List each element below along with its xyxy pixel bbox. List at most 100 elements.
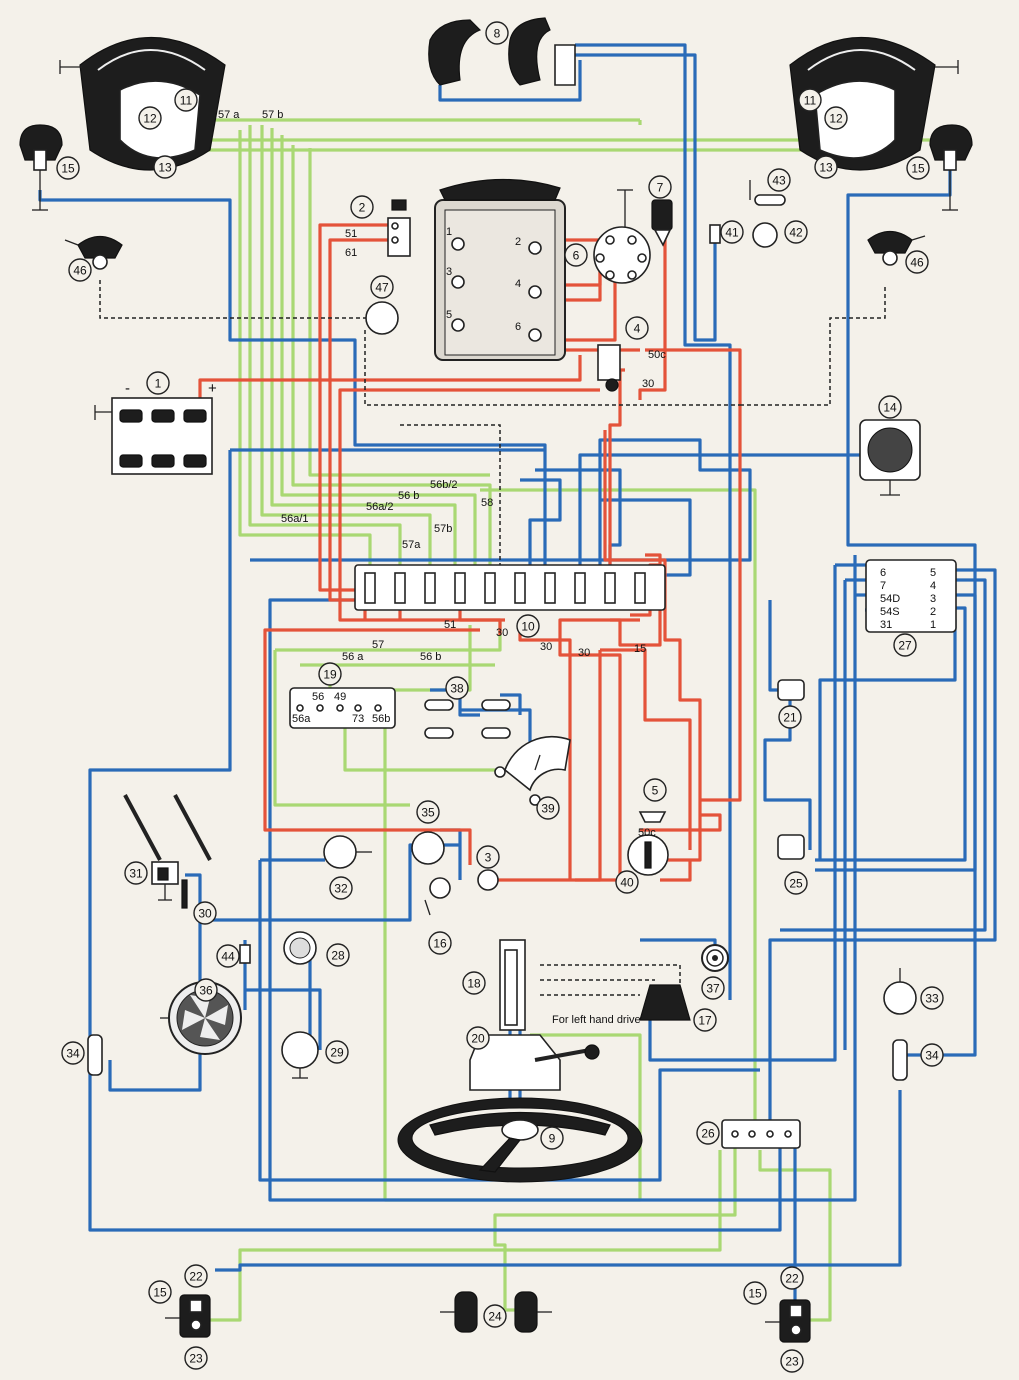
lamp-41 bbox=[709, 224, 721, 244]
callout-15: 15 bbox=[148, 1280, 172, 1304]
sensor-16 bbox=[424, 877, 451, 916]
svg-text:1: 1 bbox=[155, 377, 162, 391]
svg-text:33: 33 bbox=[925, 992, 939, 1006]
terminal-27-54S: 54S bbox=[880, 606, 900, 618]
callout-22: 22 bbox=[780, 1266, 804, 1290]
label-58: 58 bbox=[481, 497, 493, 509]
starter-4 bbox=[597, 344, 621, 392]
svg-text:30: 30 bbox=[198, 907, 212, 921]
callout-29: 29 bbox=[325, 1040, 349, 1064]
terminal-27-3: 3 bbox=[930, 593, 936, 605]
callout-37: 37 bbox=[701, 976, 725, 1000]
svg-text:24: 24 bbox=[488, 1310, 502, 1324]
label-57a: 57 a bbox=[218, 109, 240, 121]
svg-text:16: 16 bbox=[433, 937, 447, 951]
plug-21 bbox=[777, 679, 805, 701]
svg-text:42: 42 bbox=[789, 226, 803, 240]
spiral-37 bbox=[701, 944, 729, 972]
left-hand-drive-caption: For left hand drive bbox=[552, 1014, 641, 1026]
light-switch bbox=[289, 687, 396, 729]
lamp-43 bbox=[749, 180, 786, 206]
fuse-34-right bbox=[892, 1039, 908, 1081]
sidelamp-left bbox=[19, 124, 63, 211]
svg-text:36: 36 bbox=[199, 984, 213, 998]
label-56b2: 56b/2 bbox=[430, 479, 458, 491]
callout-15: 15 bbox=[56, 156, 80, 180]
callout-31: 31 bbox=[124, 861, 148, 885]
lamp-33 bbox=[883, 968, 917, 1015]
callout-46: 46 bbox=[68, 258, 92, 282]
callout-20: 20 bbox=[466, 1026, 490, 1050]
label-57a-fuse: 57a bbox=[402, 539, 421, 551]
callout-40: 40 bbox=[615, 870, 639, 894]
terminal-27-6: 6 bbox=[880, 567, 886, 579]
gauge-28 bbox=[283, 931, 317, 965]
callout-33: 33 bbox=[920, 986, 944, 1010]
battery bbox=[94, 397, 213, 475]
plate-lamps bbox=[440, 1291, 552, 1333]
battery-plus: + bbox=[208, 380, 217, 397]
label-51-fuse: 51 bbox=[444, 619, 456, 631]
svg-text:15: 15 bbox=[748, 1287, 762, 1301]
svg-text:37: 37 bbox=[706, 982, 720, 996]
svg-text:12: 12 bbox=[143, 112, 157, 126]
regulator-2 bbox=[387, 199, 411, 257]
callout-34: 34 bbox=[920, 1043, 944, 1067]
svg-text:23: 23 bbox=[785, 1355, 799, 1369]
svg-text:14: 14 bbox=[883, 401, 897, 415]
label-30-b: 30 bbox=[540, 641, 552, 653]
callout-13: 13 bbox=[814, 155, 838, 179]
terminal-19-73: 73 bbox=[352, 713, 364, 725]
terminal-27-1: 1 bbox=[930, 619, 936, 631]
terminal-27-7: 7 bbox=[880, 580, 886, 592]
fuse-44 bbox=[239, 944, 251, 964]
callout-22: 22 bbox=[184, 1264, 208, 1288]
callout-27: 27 bbox=[893, 633, 917, 657]
svg-text:46: 46 bbox=[910, 256, 924, 270]
svg-text:5: 5 bbox=[652, 784, 659, 798]
svg-text:6: 6 bbox=[573, 249, 580, 263]
callout-43: 43 bbox=[767, 168, 791, 192]
svg-text:46: 46 bbox=[73, 264, 87, 278]
cyl-3: 3 bbox=[446, 266, 452, 278]
terminal-27-31: 31 bbox=[880, 619, 892, 631]
callout-7: 7 bbox=[648, 175, 672, 199]
generator-47 bbox=[365, 301, 399, 335]
svg-text:40: 40 bbox=[620, 876, 634, 890]
svg-text:13: 13 bbox=[158, 161, 172, 175]
relay-32 bbox=[323, 835, 372, 869]
callout-18: 18 bbox=[462, 971, 486, 995]
callout-44: 44 bbox=[216, 944, 240, 968]
terminal-19-56a: 56a bbox=[292, 713, 311, 725]
switch-38 bbox=[424, 699, 511, 739]
callout-35: 35 bbox=[416, 800, 440, 824]
callout-12: 12 bbox=[138, 106, 162, 130]
callout-11: 11 bbox=[174, 88, 198, 112]
svg-text:41: 41 bbox=[725, 226, 739, 240]
svg-text:9: 9 bbox=[549, 1132, 556, 1146]
terminal-27-4: 4 bbox=[930, 580, 936, 592]
steering-column bbox=[469, 939, 600, 1091]
terminal-27-54D: 54D bbox=[880, 593, 900, 605]
label-30-a: 30 bbox=[496, 627, 508, 639]
svg-text:26: 26 bbox=[701, 1127, 715, 1141]
callout-6: 6 bbox=[564, 243, 588, 267]
headlamp-left bbox=[59, 36, 226, 171]
label-30-starter: 30 bbox=[642, 378, 654, 390]
callout-12: 12 bbox=[824, 106, 848, 130]
svg-text:38: 38 bbox=[450, 682, 464, 696]
plug-25 bbox=[777, 834, 805, 860]
callout-25: 25 bbox=[784, 871, 808, 895]
gauge-29 bbox=[281, 1031, 319, 1079]
svg-text:11: 11 bbox=[804, 94, 817, 108]
callout-36: 36 bbox=[194, 978, 218, 1002]
label-56a1: 56a/1 bbox=[281, 513, 309, 525]
fuse-box bbox=[354, 564, 666, 611]
lamp-42 bbox=[752, 222, 778, 248]
label-56b: 56 b bbox=[398, 490, 419, 502]
svg-text:25: 25 bbox=[789, 877, 803, 891]
svg-text:31: 31 bbox=[129, 867, 143, 881]
callout-16: 16 bbox=[428, 931, 452, 955]
fan-36 bbox=[160, 981, 242, 1055]
callout-17: 17 bbox=[693, 1008, 717, 1032]
